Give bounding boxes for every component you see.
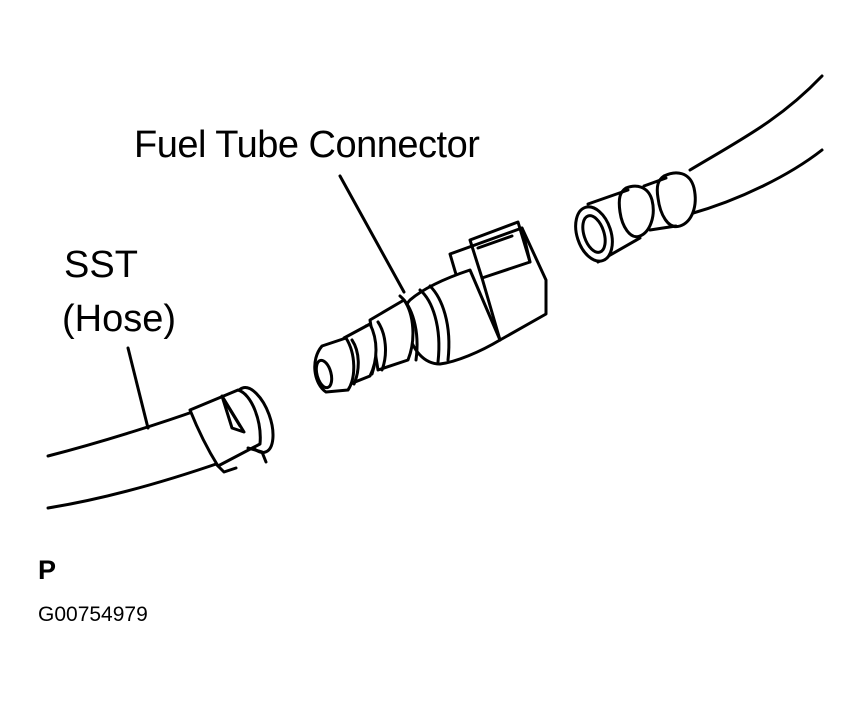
- fuel-tube-connector: [313, 174, 548, 394]
- hose-label: (Hose): [62, 298, 177, 340]
- connector-label: Fuel Tube Connector: [134, 124, 480, 166]
- fuel-pipe: [574, 74, 824, 264]
- view-marker: P: [38, 555, 57, 585]
- sst-label: SST: [64, 244, 138, 286]
- figure-id: G00754979: [38, 603, 148, 626]
- sst-hose: [46, 346, 275, 510]
